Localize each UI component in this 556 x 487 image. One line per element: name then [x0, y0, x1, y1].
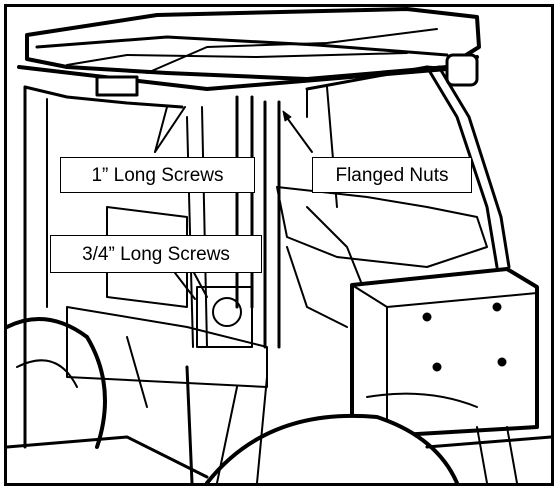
lower-body	[7, 317, 551, 483]
callout-flanged-nuts: Flanged Nuts	[312, 157, 472, 193]
cab-roof	[17, 7, 481, 97]
callout-1in-long-screws: 1” Long Screws	[60, 157, 255, 193]
side-tank	[350, 267, 539, 439]
interior-components	[66, 186, 488, 408]
leader-1in-screws	[154, 106, 186, 153]
leader-flanged-nuts	[284, 114, 313, 153]
leader-34in-screws	[171, 268, 196, 300]
diagram-frame: 1” Long Screws Flanged Nuts 3/4” Long Sc…	[4, 4, 554, 486]
callout-34in-long-screws: 3/4” Long Screws	[50, 235, 262, 273]
cab-line-drawing	[7, 7, 551, 483]
leader-lines	[154, 106, 313, 300]
